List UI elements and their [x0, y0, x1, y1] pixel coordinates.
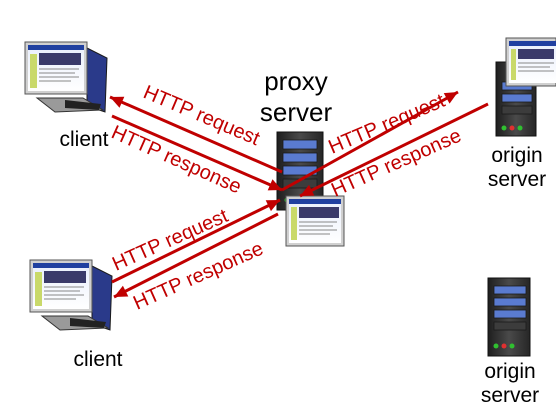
arrow-response-client-top	[111, 114, 283, 192]
arrow-response-origin-top	[299, 102, 489, 198]
arrow-request-client-top-head	[110, 96, 125, 108]
origin-server-label-bottom: origin server	[480, 360, 540, 408]
client-label-top: client	[59, 128, 109, 151]
origin-browser-window-icon	[505, 37, 556, 87]
proxy-server-label: proxy server	[259, 66, 333, 128]
arrow-response-client-bottom	[113, 212, 279, 299]
client-computer-icon	[24, 41, 108, 113]
origin-server-icon	[487, 277, 531, 357]
arrow-request-origin-top	[281, 90, 459, 192]
arrow-response-client-top-head	[267, 179, 282, 191]
arrow-request-origin-top-head	[443, 92, 458, 104]
client-label-bottom: client	[73, 348, 123, 371]
arrow-response-client-bottom-head	[114, 285, 129, 297]
origin-server-label-top: origin server	[487, 144, 547, 192]
arrow-request-client-bottom-head	[265, 200, 280, 212]
proxy-browser-window-icon	[285, 195, 345, 247]
arrow-layer	[109, 90, 489, 299]
arrow-request-client-top	[109, 95, 283, 174]
client-computer-icon	[29, 259, 113, 331]
arrow-response-origin-top-head	[300, 184, 315, 196]
arrow-request-client-bottom	[111, 198, 281, 284]
